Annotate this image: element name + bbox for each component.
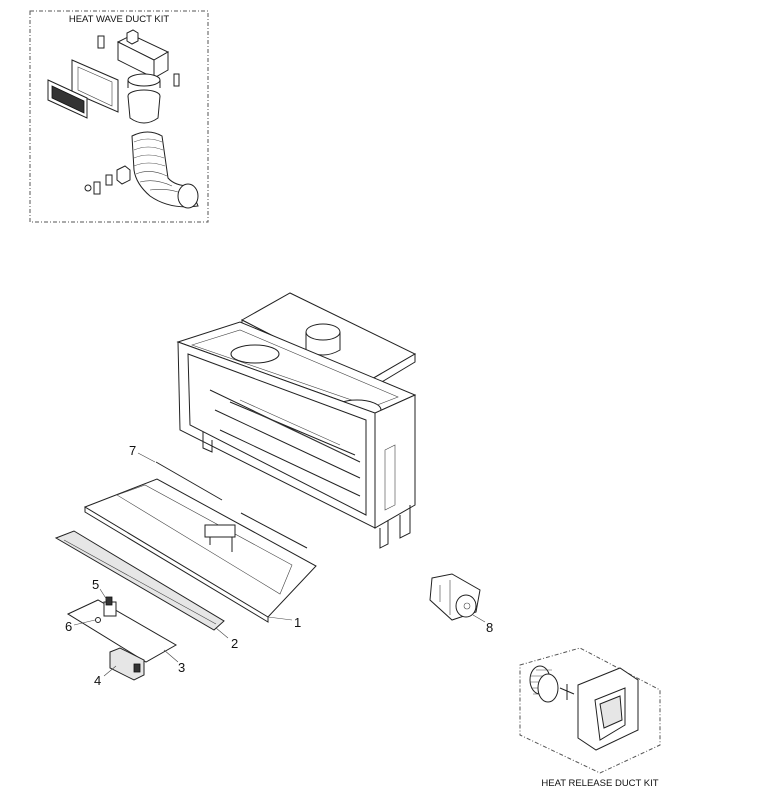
- callout-6: 6: [65, 619, 72, 634]
- heat-wave-duct-kit: HEAT WAVE DUCT KIT: [29, 10, 209, 223]
- bracket: [97, 35, 105, 49]
- callout-8: 8: [486, 620, 493, 635]
- vent-hood: [577, 667, 639, 751]
- heat-release-kit-title: HEAT RELEASE DUCT KIT: [541, 778, 658, 789]
- grille-frame: [71, 59, 119, 113]
- fan-icon: [559, 684, 575, 700]
- callout-7: 7: [129, 443, 136, 458]
- callout-3: 3: [178, 660, 185, 675]
- kit-boundary: [29, 10, 209, 223]
- oval-collar: [127, 73, 161, 124]
- bracket: [173, 73, 180, 87]
- heat-wave-kit-title: HEAT WAVE DUCT KIT: [69, 14, 169, 25]
- leader-lines: [73, 452, 486, 677]
- part-2-trim-panel: [54, 530, 225, 631]
- callout-2: 2: [231, 636, 238, 651]
- part-3-control-plate: [66, 599, 178, 663]
- flex-duct-coil: [529, 665, 559, 703]
- callout-labels: 1 2 3 4 5 6 7 8: [65, 443, 493, 688]
- part-4-gas-valve: [109, 647, 145, 681]
- part-5-switch: [103, 596, 117, 617]
- heat-release-duct-kit: HEAT RELEASE DUCT KIT: [519, 647, 661, 789]
- callout-1: 1: [294, 615, 301, 630]
- part-7-rails: [155, 461, 308, 549]
- callout-5: 5: [92, 577, 99, 592]
- part-1-base-pan: [83, 478, 317, 623]
- fireplace-firebox: [176, 292, 417, 549]
- duct-box: [116, 29, 170, 79]
- grille: [47, 79, 88, 119]
- flue-collar: [305, 323, 341, 341]
- flex-duct: [131, 131, 199, 209]
- electrical-parts: [84, 165, 131, 195]
- kit-boundary: [519, 647, 661, 774]
- callout-4: 4: [94, 673, 101, 688]
- part-6-fastener: [95, 617, 101, 623]
- part-8-blower: [429, 573, 481, 621]
